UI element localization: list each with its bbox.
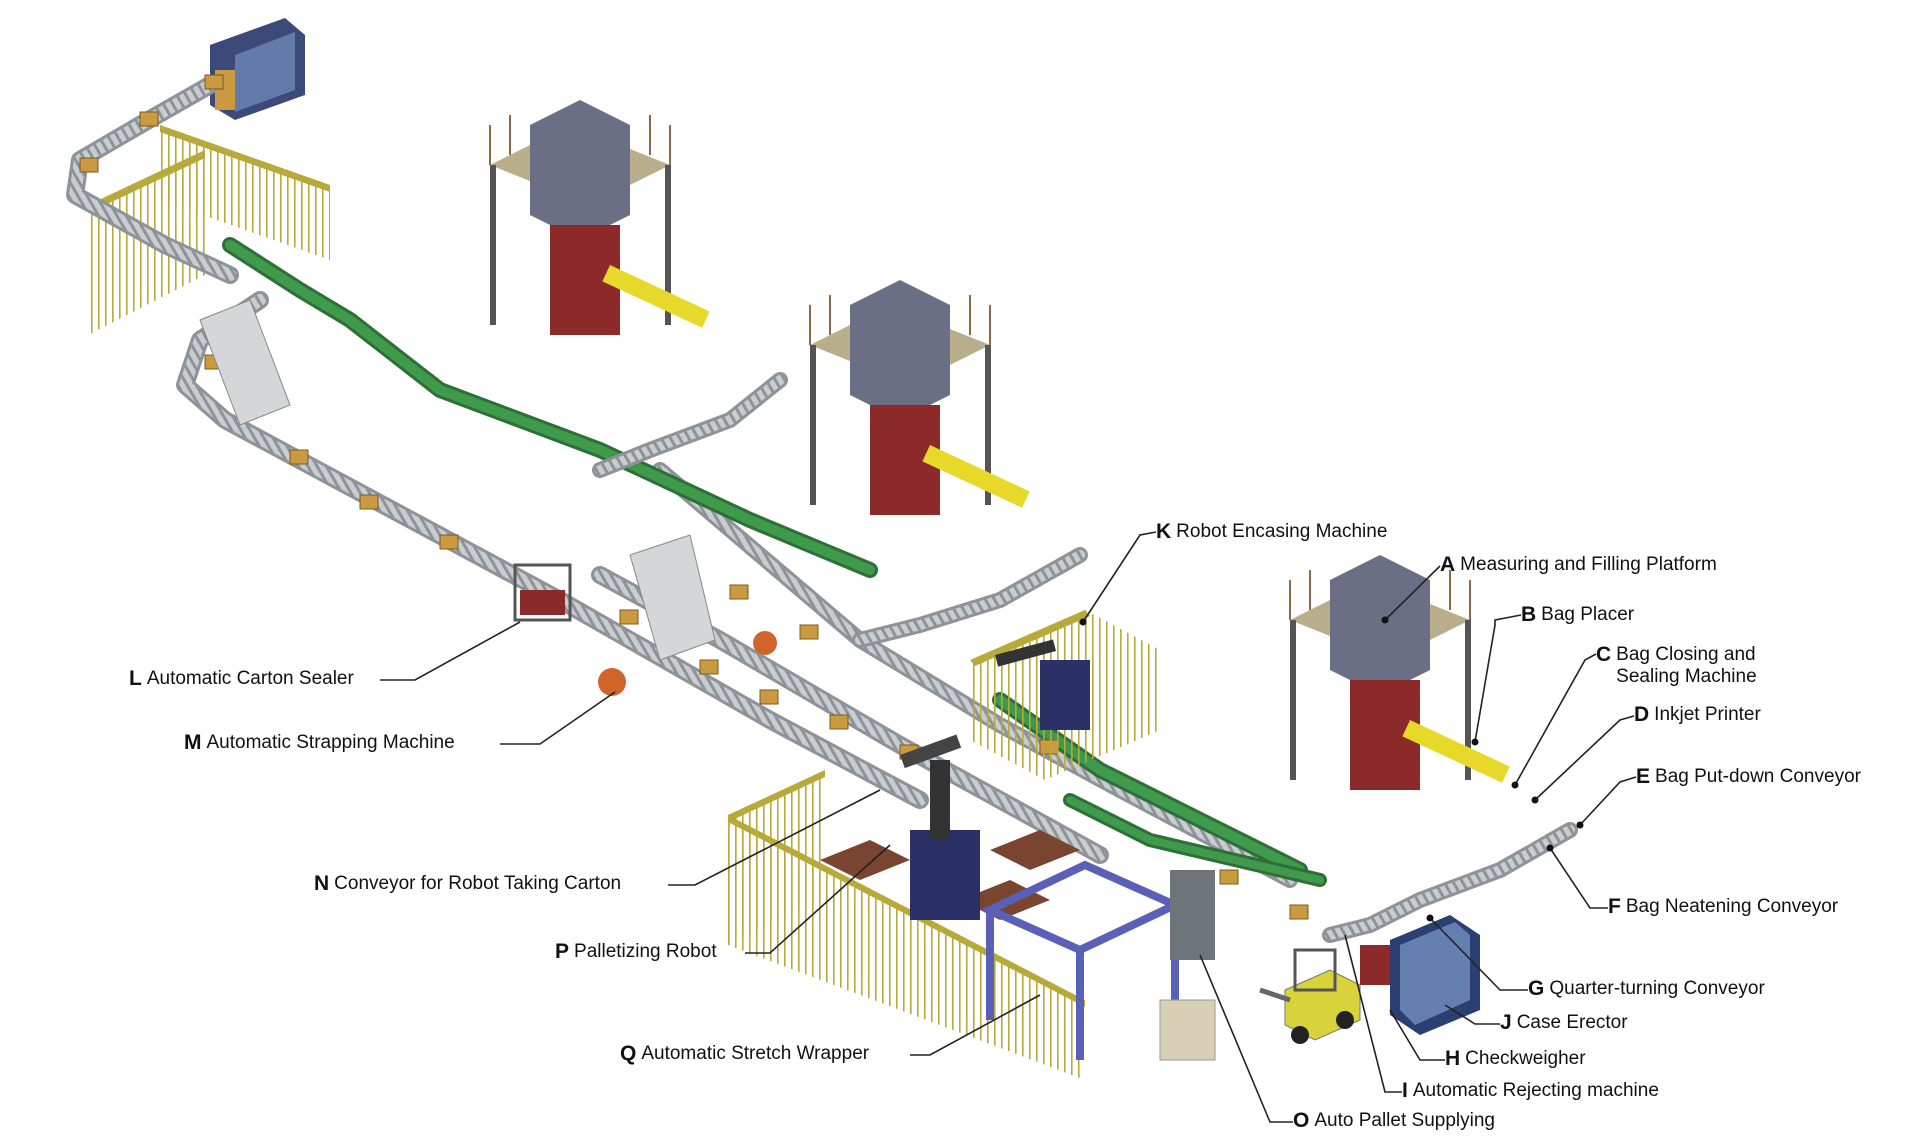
label-d-text: Inkjet Printer — [1654, 704, 1761, 725]
label-j-code: J — [1500, 1011, 1512, 1034]
label-q-text: Automatic Stretch Wrapper — [641, 1043, 870, 1064]
label-p-text: Palletizing Robot — [574, 941, 717, 962]
leader-dots — [1079, 616, 1584, 922]
label-e-code: E — [1636, 765, 1651, 788]
label-m-text: Automatic Strapping Machine — [206, 732, 455, 753]
label-b-text: Bag Placer — [1541, 604, 1635, 625]
carton-sealer-unit — [513, 563, 572, 622]
label-j-text: Case Erector — [1516, 1012, 1628, 1033]
label-b-code: B — [1521, 603, 1537, 626]
label-h-text: Checkweigher — [1465, 1048, 1586, 1069]
top-case-erector — [210, 18, 305, 120]
stair-tower-middle — [629, 534, 716, 661]
label-k-code: K — [1156, 520, 1172, 543]
pallet-stack — [1159, 870, 1216, 1061]
label-i-code: I — [1402, 1079, 1408, 1102]
strapping-unit — [598, 631, 777, 696]
palletizing-robot — [900, 734, 980, 920]
label-p-code: P — [555, 940, 570, 963]
label-a-text: Measuring and Filling Platform — [1460, 554, 1717, 575]
label-n-code: N — [314, 872, 330, 895]
filling-station-1 — [489, 100, 710, 335]
label-i-text: Automatic Rejecting machine — [1412, 1080, 1659, 1101]
label-o-text: Auto Pallet Supplying — [1314, 1110, 1495, 1131]
label-k-text: Robot Encasing Machine — [1176, 521, 1388, 542]
case-erector-j — [1360, 915, 1480, 1035]
stair-tower-left — [199, 299, 291, 426]
label-o-code: O — [1293, 1109, 1310, 1132]
label-d-code: D — [1634, 703, 1650, 726]
label-h-code: H — [1445, 1047, 1461, 1070]
label-c-text: Bag Closing and Sealing Machine — [1616, 644, 1757, 687]
label-e-text: Bag Put-down Conveyor — [1655, 766, 1861, 787]
label-q-code: Q — [620, 1042, 637, 1065]
filling-station-3 — [1289, 555, 1510, 790]
label-n-text: Conveyor for Robot Taking Carton — [334, 873, 622, 894]
label-g-text: Quarter-turning Conveyor — [1549, 978, 1765, 999]
label-m-code: M — [184, 731, 202, 754]
label-a-code: A — [1440, 553, 1456, 576]
label-l-text: Automatic Carton Sealer — [146, 668, 354, 689]
label-c-code: C — [1596, 643, 1612, 666]
forklift — [1259, 948, 1361, 1044]
robot-encasing-cell — [970, 610, 1160, 780]
label-f-code: F — [1608, 895, 1621, 918]
label-g-code: G — [1528, 977, 1545, 1000]
filling-station-2 — [809, 280, 1030, 515]
leader-lines — [380, 531, 1637, 1123]
label-f-text: Bag Neatening Conveyor — [1625, 896, 1839, 917]
palletizing-fence — [728, 770, 1085, 1080]
label-l-code: L — [129, 667, 142, 690]
